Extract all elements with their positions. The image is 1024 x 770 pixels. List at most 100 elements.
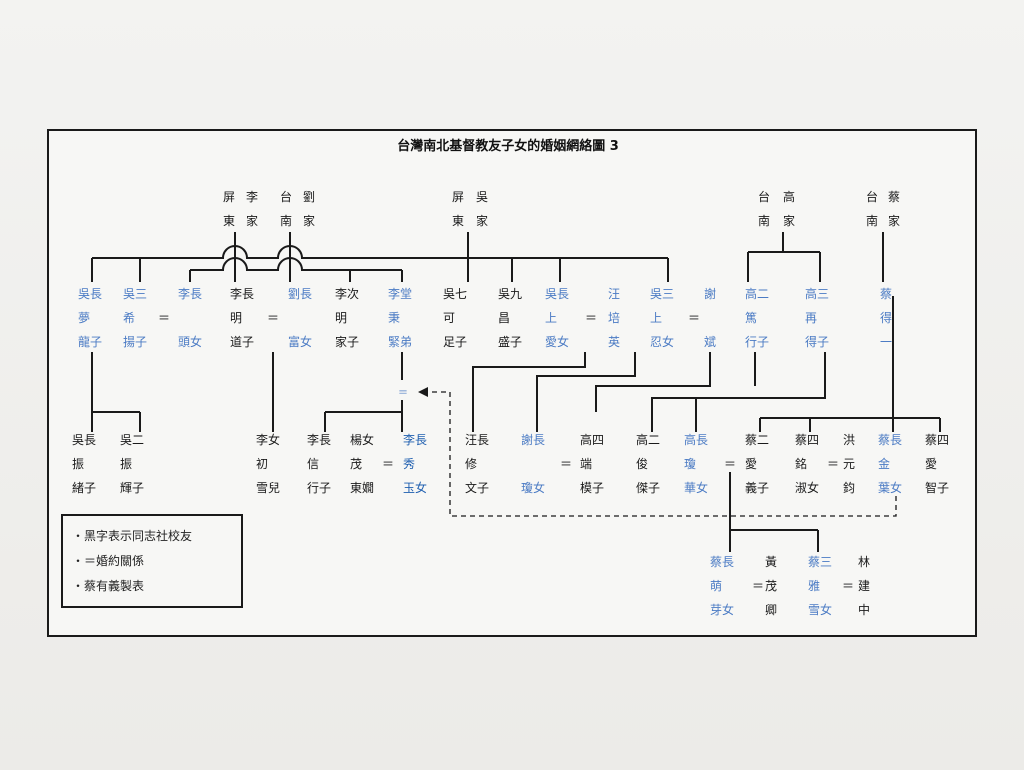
svg-text:蔡四: 蔡四 <box>795 433 819 447</box>
svg-text:愛: 愛 <box>745 457 757 471</box>
svg-text:英: 英 <box>608 335 620 349</box>
svg-text:瓊: 瓊 <box>684 456 696 471</box>
svg-text:淑女: 淑女 <box>795 480 819 495</box>
svg-text:劉長: 劉長 <box>288 286 312 301</box>
svg-text:頭女: 頭女 <box>178 334 202 349</box>
svg-text:屏: 屏 <box>223 190 235 204</box>
svg-text:劉: 劉 <box>303 189 315 204</box>
svg-text:吳長: 吳長 <box>78 287 102 301</box>
svg-text:高二: 高二 <box>636 432 660 447</box>
person-li-chu: 李女 初 雪兒 <box>256 432 280 495</box>
svg-text:東: 東 <box>452 214 464 228</box>
person-hong-yuan: 洪 元 鈞 <box>843 433 855 495</box>
person-li-xin: 李長 信 行子 <box>307 432 331 495</box>
svg-text:李長: 李長 <box>178 286 202 301</box>
svg-text:緊弟: 緊弟 <box>388 335 412 349</box>
person-cai-de: 蔡 得 一 <box>880 287 892 349</box>
svg-text:鈞: 鈞 <box>843 480 855 495</box>
svg-text:修: 修 <box>465 456 477 471</box>
person-li-changtou: 李長 頭女 <box>178 286 202 349</box>
svg-text:萌: 萌 <box>710 579 722 593</box>
marriage-equals-small: ＝ <box>398 388 408 399</box>
svg-text:信: 信 <box>307 457 319 471</box>
marriage-sign: ＝ <box>688 311 700 325</box>
person-li-ming2: 李次 明 家子 <box>335 286 359 349</box>
svg-text:龍子: 龍子 <box>78 334 102 349</box>
svg-text:振: 振 <box>72 457 84 471</box>
svg-text:初: 初 <box>256 457 268 471</box>
svg-text:端: 端 <box>580 457 592 471</box>
svg-text:培: 培 <box>608 310 620 325</box>
svg-text:愛女: 愛女 <box>545 334 569 349</box>
svg-text:高二: 高二 <box>745 286 769 301</box>
svg-text:葉女: 葉女 <box>878 480 902 495</box>
svg-text:吳長: 吳長 <box>545 287 569 301</box>
svg-text:南: 南 <box>280 213 292 228</box>
svg-text:吳二: 吳二 <box>120 433 144 447</box>
svg-text:蔡二: 蔡二 <box>745 433 769 447</box>
person-xie-qiong: 謝長 瓊女 <box>521 432 545 495</box>
svg-text:篤: 篤 <box>745 311 757 325</box>
family-header-tainan-liu: 台 南 劉 家 <box>280 189 315 228</box>
person-wang-xiu: 汪長 修 文子 <box>465 433 489 495</box>
person-wu-chang: 吳九 昌 盛子 <box>498 287 522 349</box>
diagram-title: 台灣南北基督教友子女的婚姻網絡圖 3 <box>397 138 619 154</box>
svg-text:洪: 洪 <box>843 433 855 447</box>
svg-text:雅: 雅 <box>808 578 820 593</box>
svg-text:振: 振 <box>120 457 132 471</box>
svg-text:家: 家 <box>303 213 315 228</box>
svg-text:可: 可 <box>443 311 455 325</box>
person-wu-zhen1: 吳長 振 緒子 <box>72 433 96 495</box>
svg-text:蔡: 蔡 <box>888 190 900 204</box>
person-wu-zhen2: 吳二 振 輝子 <box>120 433 144 495</box>
svg-text:吳九: 吳九 <box>498 287 522 301</box>
svg-text:南: 南 <box>866 213 878 228</box>
svg-text:夢: 夢 <box>78 311 90 325</box>
svg-text:愛: 愛 <box>925 457 937 471</box>
svg-text:建: 建 <box>858 579 870 593</box>
person-xie-bin: 謝 斌 <box>704 286 716 349</box>
person-huang-mao: 黃 茂 卿 <box>765 555 777 617</box>
svg-text:謝長: 謝長 <box>521 432 545 447</box>
person-gao-jun: 高二 俊 傑子 <box>636 432 660 495</box>
marriage-sign: ＝ <box>724 457 736 471</box>
svg-text:黃: 黃 <box>765 555 777 569</box>
svg-text:林: 林 <box>858 555 870 569</box>
legend-item: ・黑字表示同志社校友 <box>72 528 192 543</box>
svg-text:蔡: 蔡 <box>880 287 892 301</box>
svg-text:盛子: 盛子 <box>498 334 522 349</box>
person-wang-pei: 汪 培 英 <box>608 287 620 349</box>
svg-text:李長: 李長 <box>403 432 427 447</box>
svg-text:希: 希 <box>123 310 135 325</box>
person-cai-ai: 蔡二 愛 義子 <box>745 433 769 495</box>
family-header-tainan-cai: 台 南 蔡 家 <box>866 189 900 228</box>
marriage-sign: ＝ <box>158 311 170 325</box>
svg-text:家: 家 <box>246 213 258 228</box>
connector-lines <box>91 232 941 552</box>
svg-text:卿: 卿 <box>765 603 777 617</box>
legend-item: ・蔡有義製表 <box>72 578 144 593</box>
svg-text:芽女: 芽女 <box>710 602 734 617</box>
svg-text:李次: 李次 <box>335 286 359 301</box>
svg-text:雪兒: 雪兒 <box>256 481 280 495</box>
person-wu-ke: 吳七 可 足子 <box>443 287 467 349</box>
svg-text:智子: 智子 <box>925 480 949 495</box>
svg-text:蔡長: 蔡長 <box>878 433 902 447</box>
legend-box: ・黑字表示同志社校友 ・＝婚約關係 ・蔡有義製表 <box>61 514 243 608</box>
svg-text:秉: 秉 <box>388 311 400 325</box>
svg-text:道子: 道子 <box>230 335 254 349</box>
svg-text:東: 東 <box>223 214 235 228</box>
person-li-bing: 李堂 秉 緊弟 <box>388 286 412 349</box>
svg-text:吳長: 吳長 <box>72 433 96 447</box>
svg-text:明: 明 <box>230 311 242 325</box>
svg-text:義子: 義子 <box>745 480 769 495</box>
person-cai-ai2: 蔡四 愛 智子 <box>925 433 949 495</box>
family-header-pingdong-li: 屏 東 李 家 <box>223 189 258 228</box>
svg-text:傑子: 傑子 <box>636 481 660 495</box>
marriage-sign: ＝ <box>382 457 394 471</box>
svg-text:家: 家 <box>783 213 795 228</box>
svg-text:明: 明 <box>335 311 347 325</box>
person-lin-jian: 林 建 中 <box>858 555 870 617</box>
person-cai-ya: 蔡三 雅 雪女 <box>808 555 832 617</box>
